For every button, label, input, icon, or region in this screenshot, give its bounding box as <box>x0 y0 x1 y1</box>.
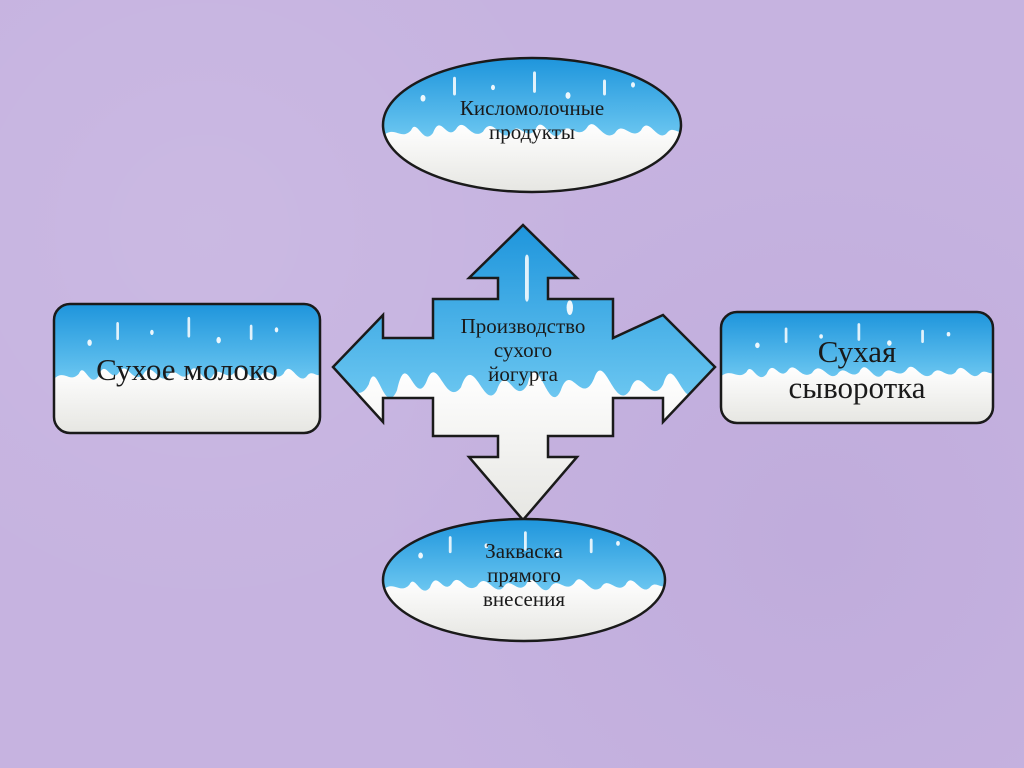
left-line-1: Сухое молоко <box>96 352 278 387</box>
left-node-label: Сухое молоко <box>58 352 316 388</box>
bottom-line-2: прямого <box>487 563 561 588</box>
left-box-node <box>52 302 322 435</box>
right-box-node <box>719 310 995 425</box>
center-cross-arrow <box>331 223 717 522</box>
bottom-line-1: Закваска <box>485 539 563 563</box>
center-line-2: сухого <box>493 338 553 363</box>
center-node-label: Производство сухого йогурта <box>430 314 616 386</box>
bottom-ellipse-node <box>381 517 667 643</box>
right-line-2: сыворотка <box>788 369 926 405</box>
right-node-label: Сухая сыворотка <box>726 334 988 405</box>
top-node-label: Кисломолочные продукты <box>412 96 652 144</box>
center-line-3: йогурта <box>488 362 558 387</box>
right-line-1: Сухая <box>817 334 897 369</box>
center-line-1: Производство <box>460 314 586 338</box>
top-ellipse-node <box>381 56 683 194</box>
top-line-2: продукты <box>488 120 576 145</box>
bottom-line-3: внесения <box>482 587 566 612</box>
top-line-1: Кисломолочные <box>459 96 605 120</box>
bottom-node-label: Закваска прямого внесения <box>424 539 624 611</box>
